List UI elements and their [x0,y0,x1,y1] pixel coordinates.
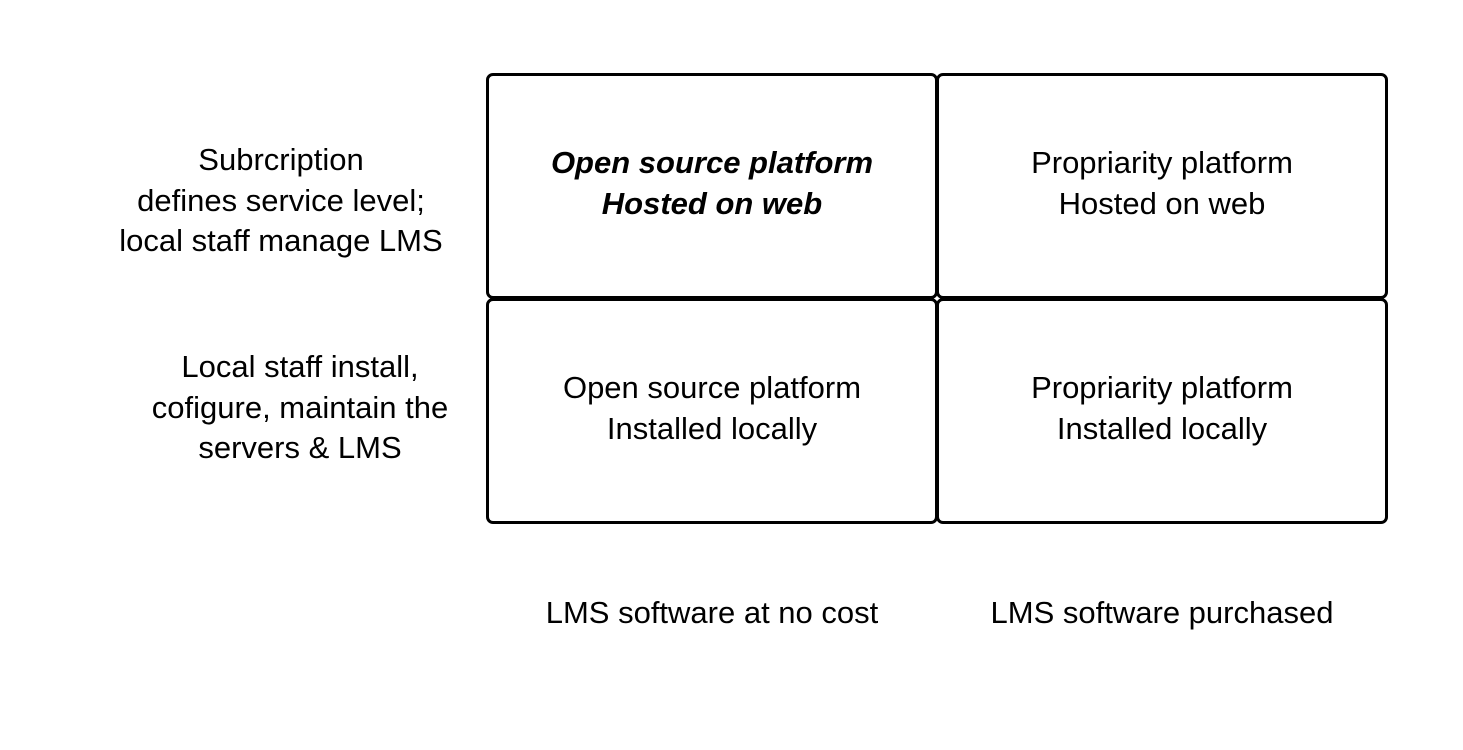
matrix-cell-text: Propriarity platform Hosted on web [939,143,1385,224]
matrix-cell-line-1: Open source platform [562,370,862,405]
matrix-cell-line-2: Installed locally [606,410,818,446]
matrix-cell-proprietary-local: Propriarity platform Installed locally [936,298,1388,524]
column-label-purchased: LMS software purchased [990,595,1334,630]
row-label-local: Local staff install, cofigure, maintain … [100,347,500,469]
matrix-cell-text: Open source platform Installed locally [489,368,935,449]
matrix-cell-proprietary-hosted: Propriarity platform Hosted on web [936,73,1388,299]
row-label-hosted-line-2: defines service level; [137,182,425,218]
matrix-cell-line-1: Propriarity platform [1031,145,1293,180]
row-label-hosted-line-3: local staff manage LMS [119,223,443,258]
row-label-hosted-line-1: Subrcription [198,142,364,177]
matrix-cell-text: Open source platform Hosted on web [489,143,935,224]
column-label-no-cost: LMS software at no cost [545,595,879,630]
row-label-local-line-3: servers & LMS [198,430,402,465]
matrix-cell-text: Propriarity platform Installed locally [939,368,1385,449]
matrix-cell-open-source-hosted: Open source platform Hosted on web [486,73,938,299]
matrix-cell-line-1: Propriarity platform [1031,370,1293,405]
row-label-hosted: Subrcription defines service level; loca… [60,140,502,262]
row-label-local-line-2: cofigure, maintain the [151,389,449,425]
row-label-local-line-1: Local staff install, [181,349,419,384]
matrix-cell-line-1: Open source platform [550,145,874,180]
matrix-cell-line-2: Installed locally [1056,410,1268,446]
matrix-cell-open-source-local: Open source platform Installed locally [486,298,938,524]
matrix-cell-line-2: Hosted on web [1058,185,1266,221]
matrix-cell-line-2: Hosted on web [601,185,823,221]
